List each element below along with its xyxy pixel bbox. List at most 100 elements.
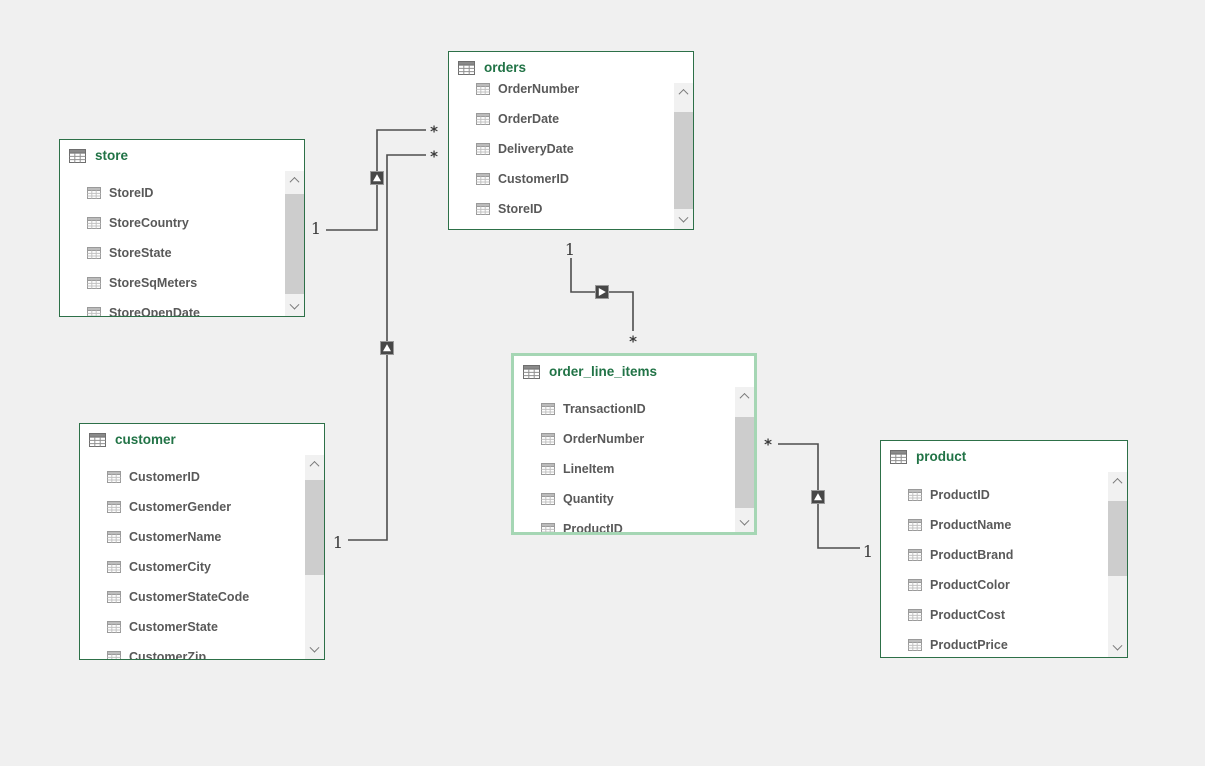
field-row[interactable]: CustomerName <box>107 522 324 552</box>
scrollbar[interactable] <box>285 171 304 316</box>
field-label: StoreID <box>109 186 154 200</box>
field-label: CustomerGender <box>129 500 232 514</box>
scrollbar-down-button[interactable] <box>285 298 304 316</box>
field-row[interactable]: ProductCost <box>908 600 1127 630</box>
field-label: OrderNumber <box>498 83 580 96</box>
table-field-icon <box>107 591 121 603</box>
field-row[interactable]: StoreCountry <box>87 208 304 238</box>
scrollbar[interactable] <box>735 387 754 532</box>
field-row[interactable]: OrderDate <box>476 104 693 134</box>
field-row[interactable]: ProductColor <box>908 570 1127 600</box>
field-row[interactable]: StoreSqMeters <box>87 268 304 298</box>
table-field-icon <box>908 519 922 531</box>
scrollbar-up-button[interactable] <box>1108 472 1127 490</box>
chevron-down-icon <box>289 299 300 310</box>
scrollbar[interactable] <box>674 83 693 229</box>
table-header[interactable]: store <box>60 140 304 171</box>
field-label: CustomerID <box>498 172 569 186</box>
field-row[interactable]: StoreID <box>87 178 304 208</box>
field-row[interactable]: OrderNumber <box>541 424 754 454</box>
field-row[interactable]: ProductBrand <box>908 540 1127 570</box>
field-row[interactable]: CustomerState <box>107 612 324 642</box>
field-row[interactable]: OrderNumber <box>476 83 693 104</box>
chevron-down-icon <box>1112 640 1123 651</box>
table-field-icon <box>908 579 922 591</box>
field-row[interactable]: CustomerCity <box>107 552 324 582</box>
field-row[interactable]: CustomerGender <box>107 492 324 522</box>
table-field-icon <box>476 143 490 155</box>
field-row[interactable]: StoreID <box>476 194 693 224</box>
table-title: order_line_items <box>549 364 658 379</box>
table-icon <box>458 60 475 75</box>
field-label: ProductID <box>930 488 990 502</box>
cardinality-label-one: 1 <box>862 542 874 561</box>
scrollbar-thumb[interactable] <box>285 194 304 294</box>
table-title: product <box>916 449 967 464</box>
field-row[interactable]: StoreOpenDate <box>87 298 304 316</box>
scrollbar-thumb[interactable] <box>674 112 693 209</box>
field-row[interactable]: TransactionID <box>541 394 754 424</box>
table-field-icon <box>107 501 121 513</box>
field-label: StoreOpenDate <box>109 306 200 316</box>
table-header[interactable]: product <box>881 441 1127 472</box>
chevron-up-icon <box>289 176 300 187</box>
scrollbar-down-button[interactable] <box>735 514 754 532</box>
field-row[interactable]: CustomerZip <box>107 642 324 659</box>
table-header[interactable]: orders <box>449 52 693 83</box>
field-label: StoreID <box>498 202 543 216</box>
scrollbar-up-button[interactable] <box>674 83 693 101</box>
field-label: CustomerZip <box>129 650 207 659</box>
filter-direction-arrow[interactable] <box>595 285 609 299</box>
table-field-icon <box>908 489 922 501</box>
field-row[interactable]: CustomerID <box>107 462 324 492</box>
field-label: OrderDate <box>498 112 560 126</box>
table-field-icon <box>541 493 555 505</box>
field-label: StoreState <box>109 246 172 260</box>
field-label: ProductBrand <box>930 548 1014 562</box>
scrollbar-down-button[interactable] <box>1108 639 1127 657</box>
scrollbar[interactable] <box>305 455 324 659</box>
table-field-icon <box>908 639 922 651</box>
filter-direction-arrow[interactable] <box>811 490 825 504</box>
field-row[interactable]: ProductID <box>541 514 754 532</box>
scrollbar[interactable] <box>1108 472 1127 657</box>
scrollbar-thumb[interactable] <box>1108 501 1127 576</box>
table-field-icon <box>87 247 101 259</box>
field-row[interactable]: ProductName <box>908 510 1127 540</box>
filter-direction-arrow[interactable] <box>380 341 394 355</box>
field-label: CustomerID <box>129 470 200 484</box>
field-label: ProductCost <box>930 608 1005 622</box>
field-label: ProductID <box>563 522 623 532</box>
scrollbar-up-button[interactable] <box>305 455 324 473</box>
field-row[interactable]: Quantity <box>541 484 754 514</box>
table-header[interactable]: order_line_items <box>514 356 754 387</box>
field-label: OrderNumber <box>563 432 645 446</box>
scrollbar-thumb[interactable] <box>305 480 324 575</box>
scrollbar-up-button[interactable] <box>285 171 304 189</box>
scrollbar-thumb[interactable] <box>735 417 754 508</box>
field-row[interactable]: ProductID <box>908 480 1127 510</box>
table-field-icon <box>87 307 101 316</box>
field-row[interactable]: LineItem <box>541 454 754 484</box>
table-field-icon <box>908 609 922 621</box>
scrollbar-up-button[interactable] <box>735 387 754 405</box>
field-row[interactable]: StoreState <box>87 238 304 268</box>
field-row[interactable]: ProductPrice <box>908 630 1127 657</box>
scrollbar-down-button[interactable] <box>674 211 693 229</box>
table-header[interactable]: customer <box>80 424 324 455</box>
table-order-line-items[interactable]: order_line_items TransactionID OrderNumbe… <box>511 353 757 535</box>
field-row[interactable]: DeliveryDate <box>476 134 693 164</box>
scrollbar-down-button[interactable] <box>305 641 324 659</box>
field-label: DeliveryDate <box>498 142 574 156</box>
field-row[interactable]: CustomerStateCode <box>107 582 324 612</box>
filter-direction-arrow[interactable] <box>370 171 384 185</box>
field-row[interactable]: CustomerID <box>476 164 693 194</box>
